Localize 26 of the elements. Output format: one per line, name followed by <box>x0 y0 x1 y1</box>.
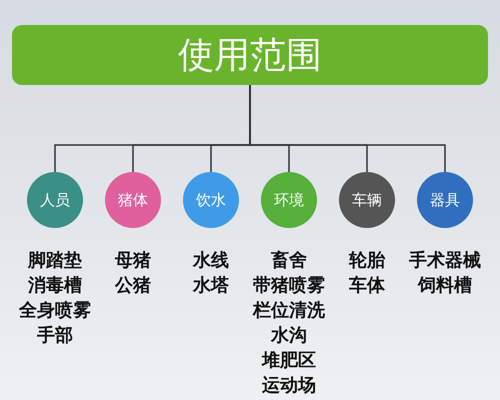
list-item: 脚踏垫 <box>28 250 82 272</box>
list-item: 车体 <box>349 275 385 297</box>
list-item: 带猪喷雾 <box>253 275 325 297</box>
category-circle: 器具 <box>417 172 473 228</box>
list-item: 堆肥区 <box>262 350 316 372</box>
list-item: 运动场 <box>262 375 316 397</box>
category-circle: 环境 <box>261 172 317 228</box>
list-item: 水线 <box>193 250 229 272</box>
list-item: 母猪 <box>115 250 151 272</box>
list-item: 栏位清洗 <box>253 300 325 322</box>
list-item: 手术器械 <box>409 250 481 272</box>
connector-line <box>249 85 446 172</box>
category-circle: 人员 <box>27 172 83 228</box>
list-item: 轮胎 <box>349 250 385 272</box>
list-item: 手部 <box>37 325 73 347</box>
list-item: 消毒槽 <box>28 275 82 297</box>
list-item: 水沟 <box>271 325 307 347</box>
list-item: 饲料槽 <box>418 275 472 297</box>
category-circle: 饮水 <box>183 172 239 228</box>
title-box: 使用范围 <box>12 25 488 85</box>
list-item: 公猪 <box>115 275 151 297</box>
category-circle: 车辆 <box>339 172 395 228</box>
list-item: 全身喷雾 <box>19 300 91 322</box>
list-item: 畜舍 <box>271 250 307 272</box>
list-item: 水塔 <box>193 275 229 297</box>
category-circle: 猪体 <box>105 172 161 228</box>
